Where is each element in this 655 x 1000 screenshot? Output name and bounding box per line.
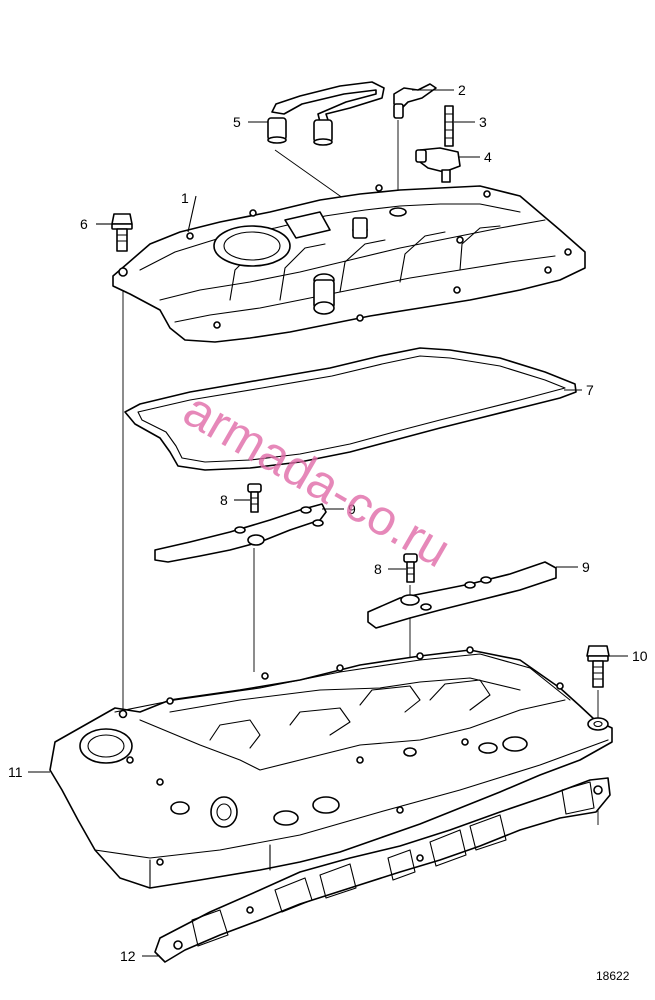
callout-8-right: 8 [374,561,382,577]
callout-11: 11 [8,764,23,780]
sensor-4 [415,147,461,183]
leader-lines [28,89,628,957]
bolt-10 [586,645,610,688]
intake-manifold-gasket [154,777,611,963]
valve-cover [112,184,586,343]
callout-2: 2 [458,82,466,98]
callout-9-left: 9 [348,501,356,517]
callout-1: 1 [181,190,189,206]
callout-3: 3 [479,114,487,130]
vent-hose [267,81,385,146]
pcv-valve [393,83,437,119]
callout-7: 7 [586,382,594,398]
stud-3 [444,105,454,147]
screw-8-left [247,483,262,513]
figure-number: 18622 [596,969,630,983]
callout-8-left: 8 [220,492,228,508]
valve-cover-gasket [124,347,577,471]
bolt-6 [111,213,133,252]
callout-9-right: 9 [582,559,590,575]
plate-gasket-right [367,561,557,629]
callout-labels: 1 2 3 4 5 6 7 8 8 9 9 10 11 12 [8,82,648,964]
intake-manifold [49,646,613,889]
callout-10: 10 [632,648,648,664]
screw-8-right [403,553,418,583]
callout-6: 6 [80,216,88,232]
callout-5: 5 [233,114,241,130]
callout-12: 12 [120,948,136,964]
plate-gasket-left [154,503,327,563]
callout-4: 4 [484,149,492,165]
